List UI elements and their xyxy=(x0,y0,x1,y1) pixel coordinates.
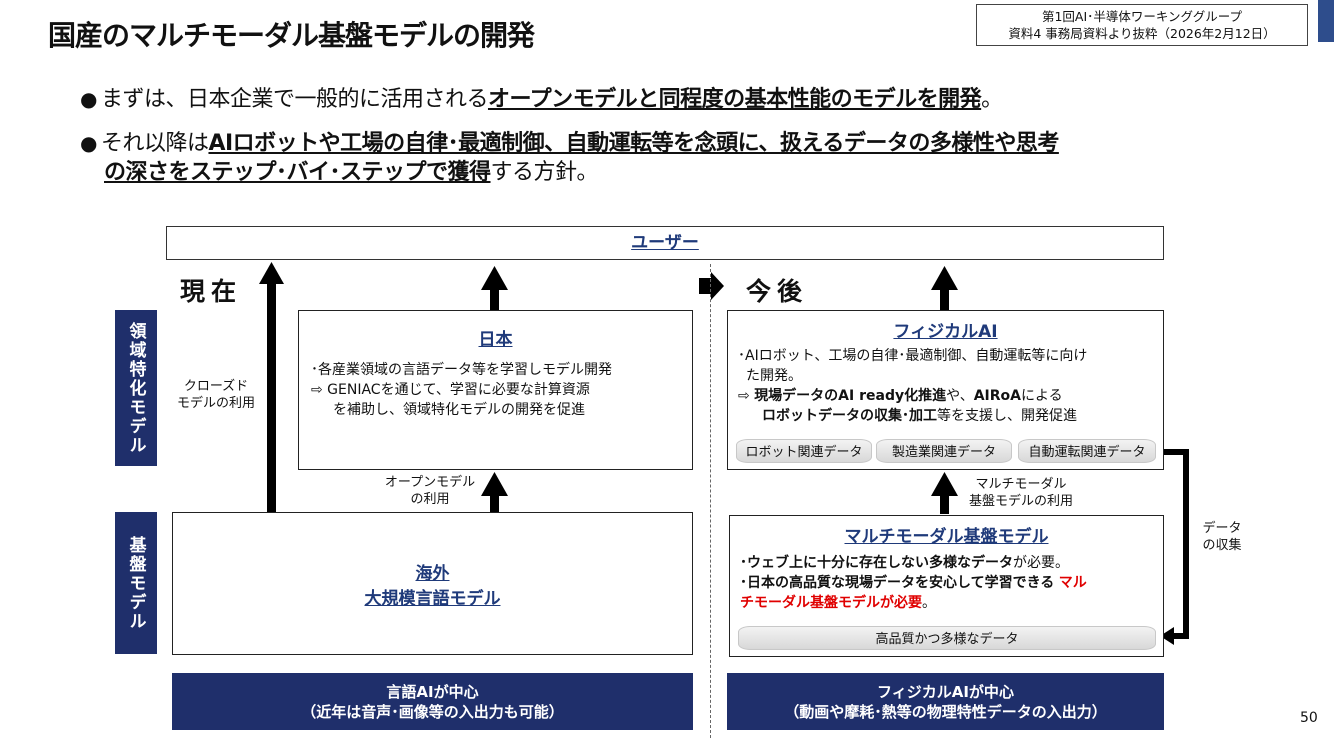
overseas-subtitle: 大規模言語モデル xyxy=(364,588,501,609)
multimodal-line-1: ･ウェブ上に十分に存在しない多様なデータが必要。 xyxy=(740,555,1069,571)
multimodal-line-2: ･日本の高品質な現場データを安心して学習できる マル xyxy=(740,575,1087,591)
open-model-note: オープンモデル の利用 xyxy=(384,475,476,507)
page-title: 国産のマルチモーダル基盤モデルの開発 xyxy=(48,19,535,52)
footer-left-line-1: 言語AIが中心 xyxy=(386,682,479,701)
japan-line-2: ⇨ GENIACを通じて、学習に必要な計算資源 xyxy=(311,382,590,398)
multimodal-line-3: チモーダル基盤モデルが必要。 xyxy=(740,595,936,611)
era-divider xyxy=(710,264,711,738)
bullet-2-end: する方針。 xyxy=(490,160,599,185)
user-bar: ユーザー xyxy=(166,226,1164,260)
side-label-base: 基盤モデル xyxy=(115,512,157,654)
robot-data-pill: ロボット関連データ xyxy=(736,439,872,463)
physical-ai-title: フィジカルAI xyxy=(893,322,998,342)
right-arrow-transition xyxy=(699,272,724,300)
bullet-2-emphasis-2: の深さをステップ･バイ･ステップで獲得 xyxy=(104,160,491,185)
physical-ai-box: フィジカルAI ･AIロボット、工場の自律･最適制御、自動運転等に向け た開発。… xyxy=(727,310,1164,470)
japan-box: 日本 ･各産業領域の言語データ等を学習しモデル開発 ⇨ GENIACを通じて、学… xyxy=(298,310,693,470)
bullet-2-cont: の深さをステップ･バイ･ステップで獲得する方針。 xyxy=(104,158,599,188)
up-arrow-japan xyxy=(481,266,508,312)
page-number: 50 xyxy=(1300,710,1318,726)
bullet-1-emphasis: オープンモデルと同程度の基本性能のモデルを開発 xyxy=(487,87,982,112)
source-line-1: 第1回AI･半導体ワーキンググループ xyxy=(1041,9,1243,24)
overseas-title: 海外 xyxy=(415,563,450,584)
physical-line-1: ･AIロボット、工場の自律･最適制御、自動運転等に向け xyxy=(738,348,1088,364)
bullet-2-emphasis: AIロボットや工場の自律･最適制御、自動運転等を念頭に、扱えるデータの多様性や思… xyxy=(208,131,1059,156)
manufacturing-data-pill: 製造業関連データ xyxy=(876,439,1012,463)
footer-left: 言語AIが中心 （近年は音声･画像等の入出力も可能） xyxy=(172,673,693,730)
source-line-2: 資料4 事務局資料より抜粋（2026年2月12日） xyxy=(1008,26,1276,41)
up-arrow-open-model xyxy=(481,472,508,514)
bullet-2-text: それ以降は xyxy=(100,131,209,156)
future-label: 今後 xyxy=(746,277,809,306)
footer-right-line-2: （動画や摩耗･熱等の物理特性データの入出力） xyxy=(784,702,1107,721)
corner-accent xyxy=(1318,0,1334,42)
data-collection-note: データ の収集 xyxy=(1202,521,1242,553)
physical-line-2: た開発。 xyxy=(746,368,802,384)
overseas-box: 海外 大規模言語モデル xyxy=(172,512,693,655)
bullet-1: ●まずは、日本企業で一般的に活用されるオープンモデルと同程度の基本性能のモデルを… xyxy=(80,84,1003,115)
data-collection-connector xyxy=(1156,449,1189,645)
footer-right-line-1: フィジカルAIが中心 xyxy=(877,682,1014,701)
user-label: ユーザー xyxy=(631,233,699,253)
side-label-domain: 領域特化モデル xyxy=(115,310,157,466)
up-arrow-physical xyxy=(931,266,958,312)
physical-line-4: ロボットデータの収集･加工等を支援し、開発促進 xyxy=(762,408,1077,424)
multimodal-title: マルチモーダル基盤モデル xyxy=(844,527,1049,547)
japan-title: 日本 xyxy=(478,330,513,350)
bullet-2: ●それ以降はAIロボットや工場の自律･最適制御、自動運転等を念頭に、扱えるデータ… xyxy=(80,128,1260,159)
physical-line-3: ⇨ 現場データのAI ready化推進や、AIRoAによる xyxy=(738,388,1063,404)
bullet-1-text: まずは、日本企業で一般的に活用される xyxy=(100,87,489,112)
up-arrow-multimodal xyxy=(931,472,958,514)
high-quality-data-pill: 高品質かつ多様なデータ xyxy=(738,626,1156,650)
bullet-dot-icon: ● xyxy=(80,87,97,111)
autonomous-driving-data-pill: 自動運転関連データ xyxy=(1018,439,1156,463)
now-label: 現在 xyxy=(180,277,243,306)
japan-line-3: を補助し、領域特化モデルの開発を促進 xyxy=(333,402,585,418)
bullet-1-end: 。 xyxy=(981,87,1003,112)
source-citation: 第1回AI･半導体ワーキンググループ 資料4 事務局資料より抜粋（2026年2月… xyxy=(976,4,1308,46)
japan-line-1: ･各産業領域の言語データ等を学習しモデル開発 xyxy=(311,362,612,378)
footer-left-line-2: （近年は音声･画像等の入出力も可能） xyxy=(301,702,564,721)
bullet-dot-icon: ● xyxy=(80,131,97,155)
multimodal-box: マルチモーダル基盤モデル ･ウェブ上に十分に存在しない多様なデータが必要。 ･日… xyxy=(729,515,1164,657)
multimodal-use-note: マルチモーダル 基盤モデルの利用 xyxy=(968,477,1073,509)
closed-model-note: クローズド モデルの利用 xyxy=(176,379,255,411)
footer-right: フィジカルAIが中心 （動画や摩耗･熱等の物理特性データの入出力） xyxy=(727,673,1164,730)
up-arrow-tall xyxy=(259,262,284,514)
